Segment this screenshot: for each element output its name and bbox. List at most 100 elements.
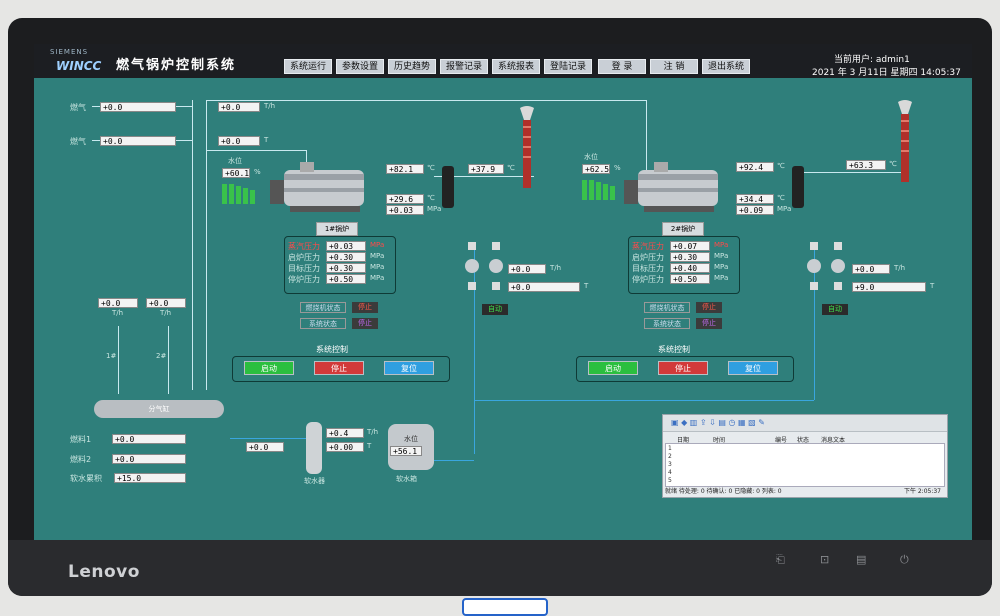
unit: ℃ [777,162,785,170]
boiler2-burner-label: 燃烧机状态 [644,302,690,313]
boiler1-mode: 自动 [482,304,508,315]
boiler2-level-label: 水位 [584,153,598,161]
table-row: 5 [668,477,672,484]
boiler1-params-panel [284,236,396,294]
unit: MPa [370,274,385,282]
pipe [118,326,119,394]
boiler1-param-label: 目标压力 [288,264,320,273]
pipe-water [474,244,475,454]
boiler1-start-button[interactable]: 启动 [244,361,294,375]
monitor-settings-icon[interactable]: ⊡ [820,553,830,566]
menu-alarm-log[interactable]: 报警记录 [440,59,488,74]
menu-login-record[interactable]: 登陆记录 [544,59,592,74]
boiler2-params-panel [628,236,740,294]
boiler1-param-value: +0.03 [326,241,366,251]
boiler2-sys-state: 停止 [696,318,722,329]
softener-label: 软水器 [304,477,325,485]
boiler1-pump-flow: +0.0 [508,264,546,274]
pipe1-label: 1# [106,352,117,360]
monitor-power-icon[interactable]: ⏻ [900,553,909,566]
boiler1-level-value: +60.1 [222,168,250,178]
boiler2-reset-button[interactable]: 复位 [728,361,778,375]
unit: T/h [264,102,276,110]
col-time: 时间 [713,437,726,444]
boiler2-pumps [807,242,845,290]
water-total-value: +0.00 [326,442,364,452]
boiler1-reset-button[interactable]: 复位 [384,361,434,375]
boiler2-graphic [624,162,718,212]
boiler2-pump-flow: +0.0 [852,264,890,274]
menu-params[interactable]: 参数设置 [336,59,384,74]
fuel2-label: 燃料2 [70,455,92,464]
gas1-value: +0.0 [100,102,176,112]
boiler2-pump-total: +9.0 [852,282,926,292]
menu-history-trend[interactable]: 历史趋势 [388,59,436,74]
boiler2-param-label: 启炉压力 [632,253,664,262]
monitor-brand: Lenovo [68,562,140,582]
gas2-label: 燃气 [70,137,86,146]
alarm-status-bar: 就绪 待处理: 0 待确认: 0 已隐藏: 0 列表: 0 [665,488,782,495]
boiler1-burner-label: 燃烧机状态 [300,302,346,313]
boiler2-start-button[interactable]: 启动 [588,361,638,375]
boiler2-temp-exhaust: +63.3 [846,160,886,170]
menu-system-report[interactable]: 系统报表 [492,59,540,74]
unit: T [264,136,269,144]
alarm-toolbar: ▣ ◆ ▥ ⇪ ⇩ ▤ ◷ ▦ ▧ ✎ [663,415,947,432]
boiler2-param-value[interactable]: +0.50 [670,274,710,284]
boiler2-stop-button[interactable]: 停止 [658,361,708,375]
boiler2-param-value[interactable]: +0.40 [670,263,710,273]
col-number: 编号 [775,437,788,444]
boiler2-param-label: 目标压力 [632,264,664,273]
menu-exit[interactable]: 退出系统 [702,59,750,74]
boiler2-param-label: 停炉压力 [632,275,664,284]
boiler2-name: 2#锅炉 [662,222,704,236]
monitor-input-icon[interactable]: ⎗ [776,553,785,566]
steam-flow-a: +0.0 [98,298,138,308]
soft-water-total-value: +15.0 [114,473,186,483]
boiler1-economizer [442,166,454,208]
water-flow-value: +0.4 [326,428,364,438]
tank-label: 软水箱 [396,475,417,483]
alarm-toolbar-icons[interactable]: ▣ ◆ ▥ ⇪ ⇩ ▤ ◷ ▦ ▧ ✎ [671,418,765,427]
unit: ℃ [507,164,515,172]
boiler1-param-value[interactable]: +0.30 [326,263,366,273]
boiler1-param-value[interactable]: +0.30 [326,252,366,262]
unit: MPa [777,205,792,213]
pipe [206,100,207,390]
pipe-water [434,460,474,461]
title-bar: SIEMENS WINCC 燃气锅炉控制系统 系统运行 参数设置 历史趋势 报警… [34,44,972,78]
unit: MPa [370,241,385,249]
boiler1-control-panel [232,356,450,382]
boiler2-sys-label: 系统状态 [644,318,690,329]
menu-system-run[interactable]: 系统运行 [284,59,332,74]
datetime: 2021 年 3 月11日 星期四 14:05:37 [812,68,961,78]
alarm-table-header: 日期 时间 编号 状态 消息文本 [665,435,943,444]
unit: MPa [714,274,729,282]
pipe [192,100,193,390]
pipe [306,150,307,170]
pipe-water [230,438,320,439]
boiler1-param-value[interactable]: +0.50 [326,274,366,284]
unit: MPa [714,241,729,249]
boiler1-pump-total: +0.0 [508,282,580,292]
boiler2-chimney [898,100,912,182]
fuel1-label: 燃料1 [70,435,92,444]
unit: T/h [160,309,172,317]
unit: MPa [370,252,385,260]
boiler1-val2: +29.6 [386,194,424,204]
unit: ℃ [427,164,435,172]
col-date: 日期 [677,437,690,444]
menu-login[interactable]: 登 录 [598,59,646,74]
boiler1-param-label: 停炉压力 [288,275,320,284]
boiler1-level-label: 水位 [228,157,242,165]
unit: T/h [112,309,124,317]
menu-logout[interactable]: 注 销 [650,59,698,74]
alarm-status-time: 下午 2:05:37 [903,488,941,495]
pipe [646,100,647,170]
gas1-label: 燃气 [70,103,86,112]
alarm-table-body[interactable]: 1 2 3 4 5 [665,443,945,487]
monitor-menu-icon[interactable]: ▤ [856,553,867,566]
boiler1-stop-button[interactable]: 停止 [314,361,364,375]
unit: T [930,282,935,290]
boiler2-param-value[interactable]: +0.30 [670,252,710,262]
